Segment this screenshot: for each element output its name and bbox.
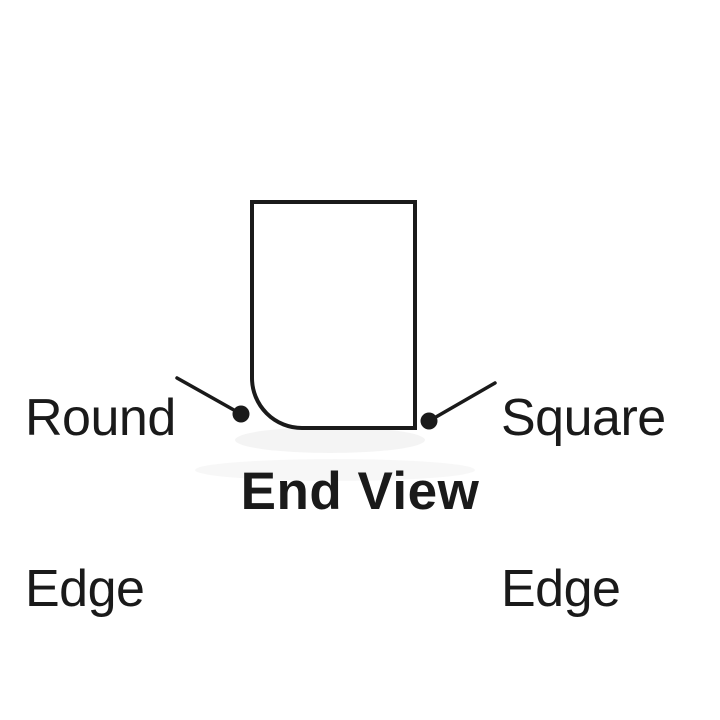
round-edge-leader-line — [175, 376, 243, 416]
profile-shadow — [235, 427, 425, 453]
end-view-profile-outline — [250, 200, 417, 430]
square-edge-label-line1: Square — [501, 389, 666, 447]
square-edge-label-line2: Edge — [501, 560, 621, 618]
round-edge-label-line1: Round — [25, 389, 176, 447]
round-edge-leader-dot — [232, 405, 250, 423]
round-edge-label: Round Edge — [25, 276, 176, 720]
square-edge-leader-line — [427, 381, 497, 423]
round-edge-label-line2: Edge — [25, 560, 145, 618]
square-edge-label: Square Edge — [501, 276, 666, 720]
end-view-caption: End View — [240, 462, 480, 521]
square-edge-leader-dot — [420, 412, 438, 430]
